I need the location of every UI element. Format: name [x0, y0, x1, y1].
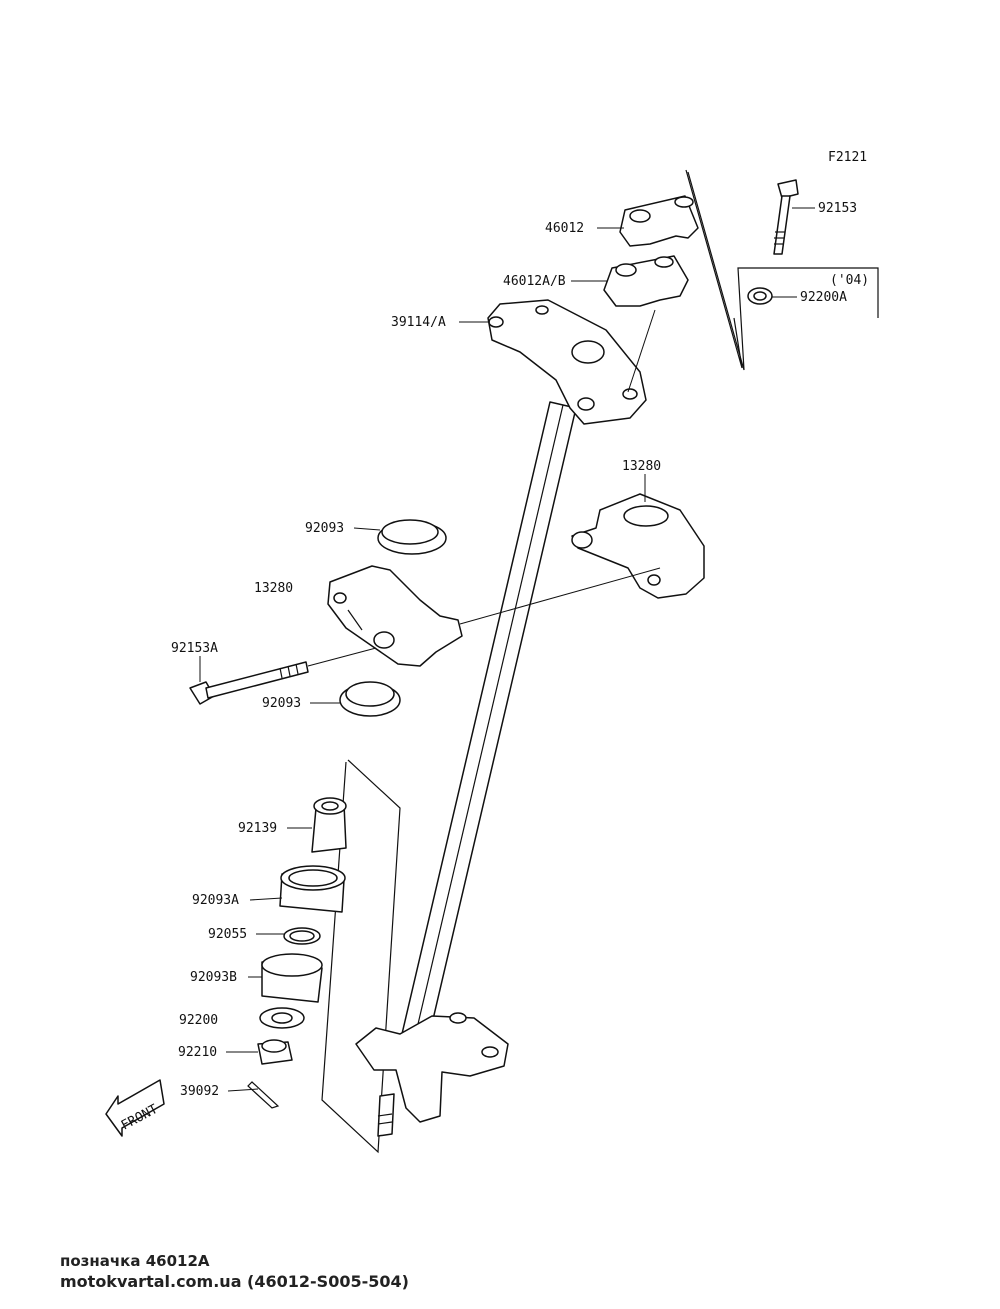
- seal-lower-92093: [339, 681, 401, 717]
- lower-guide-line: [321, 759, 401, 1154]
- label-92055: 92055: [208, 927, 247, 942]
- label-92153: 92153: [818, 201, 857, 216]
- label-92093b: 92093B: [190, 970, 237, 985]
- label-92153a: 92153A: [171, 641, 218, 656]
- part-labels: 46012 46012A/B 39114/A 92153 ('04) 92200…: [171, 201, 869, 1099]
- upper-guide-line: [685, 169, 743, 369]
- bearing-holder-left: [327, 565, 463, 667]
- label-92210: 92210: [178, 1045, 217, 1060]
- label-13280-right: 13280: [622, 459, 661, 474]
- label-92093a: 92093A: [192, 893, 239, 908]
- bolt-92153: [773, 179, 799, 255]
- bearing-92093b: [261, 953, 323, 1003]
- align-line-bracket: [627, 309, 656, 393]
- label-46012: 46012: [545, 221, 584, 236]
- bearing-92093a: [279, 865, 346, 913]
- label-92139: 92139: [238, 821, 277, 836]
- front-arrow-icon: FRONT: [105, 1079, 165, 1137]
- nut-92210: [257, 1039, 293, 1065]
- washer-92200: [259, 1007, 305, 1029]
- figure-code: F2121: [828, 150, 867, 165]
- upper-guide-line-2: [687, 171, 879, 371]
- label-92200: 92200: [179, 1013, 218, 1028]
- handlebar-holder-lower: [603, 255, 689, 307]
- steering-shaft: [393, 401, 577, 1076]
- label-92093-upper: 92093: [305, 521, 344, 536]
- label-year-note: ('04): [830, 273, 869, 288]
- label-92093-lower: 92093: [262, 696, 301, 711]
- label-39092: 39092: [180, 1084, 219, 1099]
- cotter-pin-39092: [247, 1081, 280, 1109]
- label-39114a: 39114/A: [391, 315, 446, 330]
- handlebar-holder-upper: [619, 195, 699, 247]
- caption-source: motokvartal.com.ua (46012-S005-504): [60, 1272, 409, 1291]
- seal-upper-92093: [377, 519, 447, 555]
- bolt-92153a: [189, 647, 377, 705]
- label-46012ab: 46012A/B: [503, 274, 566, 289]
- caption-part-mark: позначка 46012A: [60, 1252, 210, 1270]
- align-line-holders: [459, 567, 661, 625]
- label-92200a: 92200A: [800, 290, 847, 305]
- collar-92139: [311, 797, 347, 853]
- washer-92200a: [747, 287, 773, 305]
- o-ring-92055: [283, 927, 321, 945]
- steering-arm-lower: [355, 1012, 509, 1137]
- bearing-holder-right: [571, 493, 705, 599]
- label-13280-left: 13280: [254, 581, 293, 596]
- steering-bracket: [487, 299, 647, 425]
